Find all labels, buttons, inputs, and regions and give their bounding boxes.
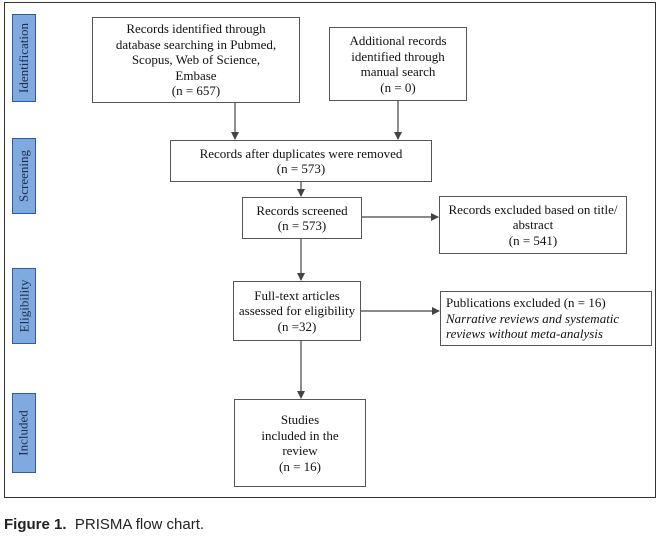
box-text-line: (n = 573) (276, 161, 326, 176)
stage-label-included: Included (12, 393, 36, 473)
stage-label-eligibility-text: Eligibility (16, 279, 32, 333)
box-text-line: assessed for eligibility (238, 303, 356, 319)
box-full-text-assessed: Full-text articles assessed for eligibil… (233, 281, 361, 341)
box-after-duplicates: Records after duplicates were removed (n… (170, 140, 432, 182)
stage-label-eligibility: Eligibility (12, 268, 36, 344)
box-text-line: (n = 573) (277, 218, 327, 233)
box-text-line: Embase (175, 67, 217, 83)
box-manual-search: Additional records identified through ma… (329, 27, 467, 101)
box-text-line: (n = 657) (171, 83, 221, 99)
box-studies-included: Studies included in the review (n = 16) (234, 399, 366, 487)
exclusion-reason-line: reviews without meta-analysis (446, 326, 603, 342)
box-text-line: Records after duplicates were removed (199, 145, 403, 161)
stage-label-identification-text: Identification (16, 22, 31, 94)
box-text-line: Scopus, Web of Science, (131, 52, 261, 68)
exclusion-reason-line: Narrative reviews and systematic (446, 310, 620, 326)
box-records-excluded: Records excluded based on title/ abstrac… (439, 196, 627, 254)
box-text-line: Additional records (349, 33, 447, 48)
box-text-line: Studies (280, 412, 320, 427)
figure-caption: Figure 1. PRISMA flow chart. (4, 516, 204, 533)
stage-label-identification: Identification (12, 14, 36, 102)
figure-frame (4, 2, 656, 498)
box-text-line: Full-text articles (254, 287, 340, 303)
box-text-line: Records excluded based on title/ (448, 201, 618, 217)
stage-label-included-text: Included (16, 410, 32, 456)
box-text-line: identified through (351, 48, 445, 64)
box-text-line: database searching in Pubmed, (115, 36, 277, 52)
figure-caption-text: PRISMA flow chart. (74, 516, 205, 533)
box-text-line: manual search (360, 64, 436, 79)
stage-label-screening: Screening (12, 138, 36, 214)
box-text-line: Publications excluded (n = 16) (446, 295, 606, 311)
box-text-line: (n = 16) (279, 458, 321, 474)
box-publications-excluded: Publications excluded (n = 16) Narrative… (440, 291, 652, 346)
box-records-screened: Records screened (n = 573) (242, 197, 362, 239)
box-text-line: Records identified through (126, 21, 266, 37)
box-text-line: (n = 541) (508, 232, 558, 248)
stage-label-screening-text: Screening (16, 150, 32, 202)
box-database-search: Records identified through database sear… (92, 17, 300, 103)
box-text-line: included in the (261, 427, 339, 443)
box-text-line: abstract (512, 217, 554, 233)
box-text-line: Records screened (256, 202, 348, 218)
figure-caption-label: Figure 1. (4, 516, 67, 533)
box-text-line: (n = 0) (380, 79, 416, 95)
box-text-line: (n =32) (277, 318, 317, 334)
box-text-line: review (282, 443, 318, 458)
